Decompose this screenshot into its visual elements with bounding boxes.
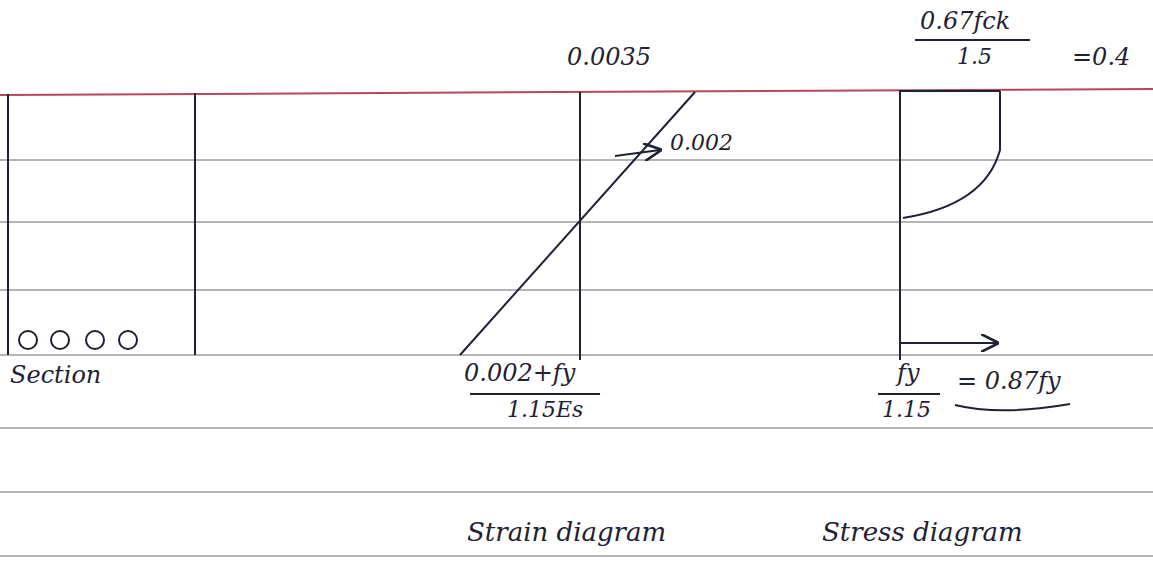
margin-line bbox=[0, 89, 1153, 95]
diagram-title: Strain diagram bbox=[465, 518, 668, 548]
strain-value: 1.15Es bbox=[505, 397, 585, 422]
section-outline bbox=[8, 93, 195, 355]
stress-value: = 0.87fy bbox=[955, 368, 1063, 396]
diagram-title: Section bbox=[8, 362, 103, 390]
stress-value: =0.4 bbox=[1070, 44, 1132, 72]
strain-value: 0.002 bbox=[668, 130, 735, 155]
stress-value: fy bbox=[895, 360, 921, 388]
strain-value: 0.0035 bbox=[565, 44, 653, 72]
strain-diagram bbox=[460, 92, 695, 394]
stress-diagram bbox=[878, 40, 1070, 410]
stress-value: 0.67fck bbox=[918, 8, 1012, 36]
stress-value: 1.5 bbox=[955, 44, 994, 69]
stress-value: 1.15 bbox=[880, 397, 933, 422]
ruled-lines bbox=[0, 160, 1153, 556]
diagram-title: Stress diagram bbox=[820, 518, 1025, 548]
strain-value: 0.002+fy bbox=[462, 360, 577, 388]
